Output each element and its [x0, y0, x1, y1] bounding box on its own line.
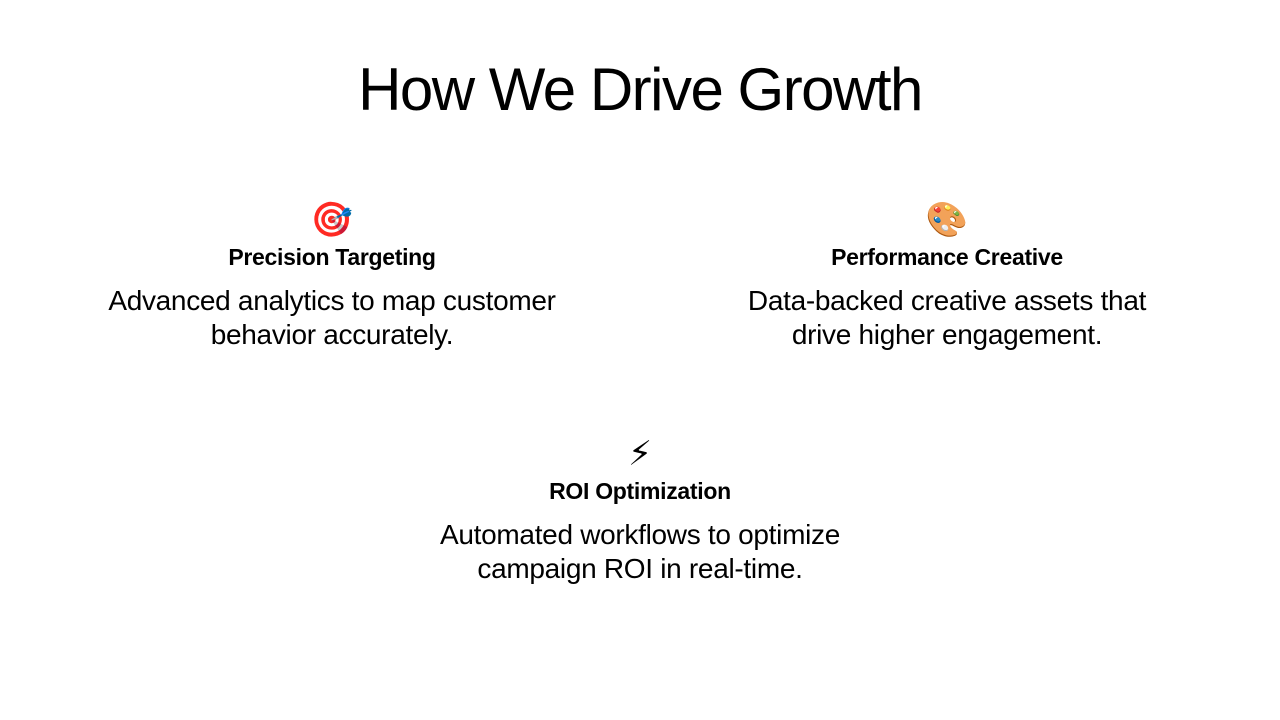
card-heading: ROI Optimization — [549, 478, 731, 504]
card-description-line: campaign ROI in real-time. — [477, 553, 803, 584]
card-heading: Precision Targeting — [228, 244, 436, 270]
card-description-line: Data-backed creative assets that — [747, 285, 1147, 316]
target-dart-icon: 🎯 — [310, 200, 354, 240]
feature-card-precision-targeting: 🎯 Precision Targeting Advanced analytics… — [52, 200, 612, 352]
card-description-line: Automated workflows to optimize — [440, 519, 840, 550]
slide-title: How We Drive Growth — [358, 56, 923, 123]
lightning-bolt-icon: ⚡ — [628, 434, 652, 474]
card-description-line: Advanced analytics to map customer — [108, 285, 556, 316]
card-description: Advanced analytics to map customer behav… — [52, 284, 612, 352]
card-description: Data-backed creative assets that drive h… — [667, 284, 1227, 352]
card-heading: Performance Creative — [831, 244, 1063, 270]
card-description: Automated workflows to optimize campaign… — [360, 518, 920, 586]
artist-palette-icon: 🎨 — [925, 200, 969, 240]
card-description-line: behavior accurately. — [210, 319, 454, 350]
feature-card-roi-optimization: ⚡ ROI Optimization Automated workflows t… — [360, 434, 920, 586]
feature-card-performance-creative: 🎨 Performance Creative Data-backed creat… — [667, 200, 1227, 352]
card-description-line: drive higher engagement. — [791, 319, 1103, 350]
